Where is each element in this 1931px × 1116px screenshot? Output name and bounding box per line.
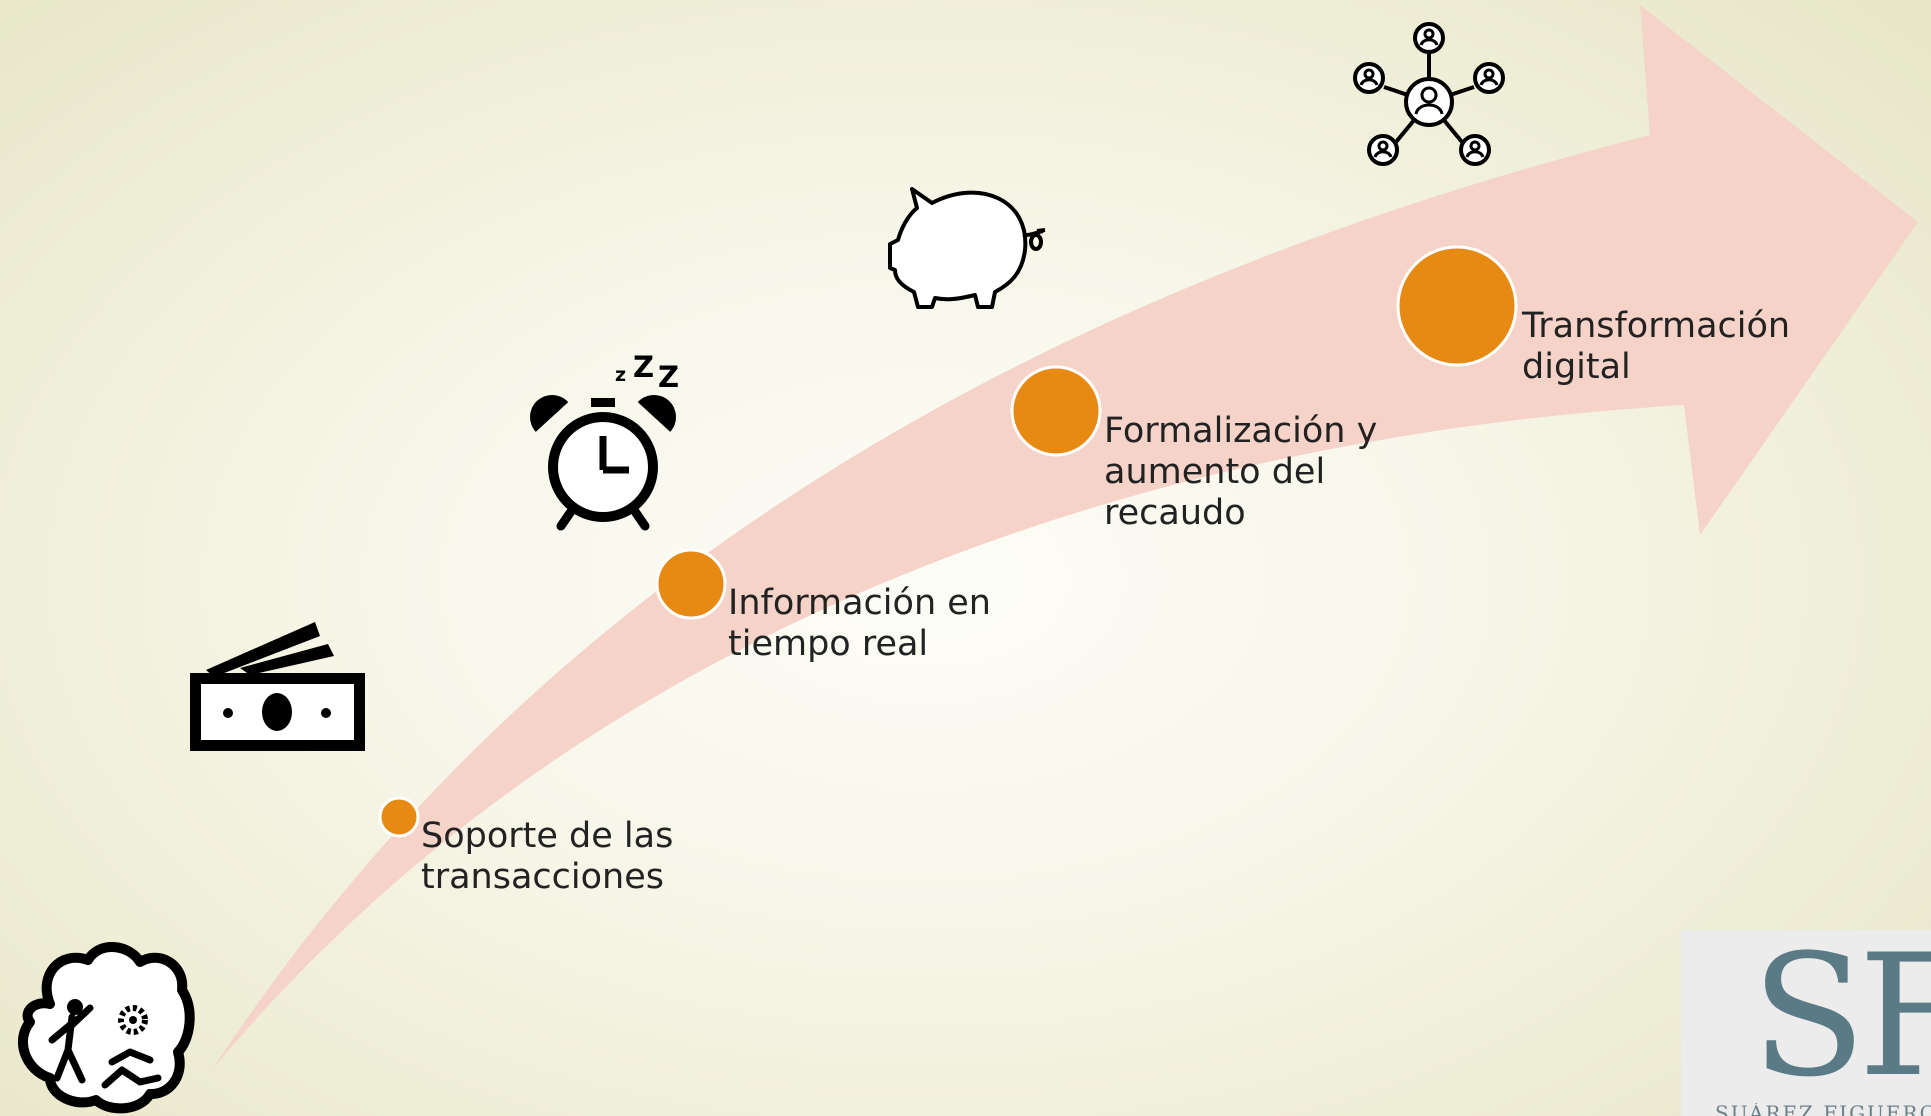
milestone-label-2-line-1: Información en [728, 583, 991, 623]
milestone-label-2: Información en tiempo real [728, 583, 991, 665]
milestone-label-3-line-2: aumento del [1104, 452, 1326, 492]
svg-text:z: z [615, 364, 626, 386]
logo-monogram: SF [1751, 930, 1931, 1114]
svg-text:Z: Z [658, 360, 679, 394]
growth-arrow [212, 5, 1918, 1070]
milestone-label-1-line-2: transacciones [421, 857, 665, 897]
milestone-label-2-line-2: tiempo real [728, 624, 929, 664]
milestone-label-3: Formalización y aumento del recaudo [1104, 411, 1377, 534]
milestone-label-4-line-2: digital [1522, 347, 1631, 387]
milestone-label-3-line-3: recaudo [1104, 493, 1246, 533]
milestone-label-1: Soporte de las transacciones [421, 816, 673, 898]
milestone-label-1-line-1: Soporte de las [421, 816, 674, 856]
logo-subtitle: SUÁREZ FIGUEROA [1715, 1103, 1931, 1116]
svg-text:Z: Z [633, 350, 654, 384]
alarm-clock-icon: z Z Z [529, 350, 679, 531]
piggy-bank-icon [888, 187, 1046, 309]
milestone-dot-1 [378, 796, 420, 838]
milestone-dot-3 [1010, 365, 1102, 457]
milestone-dot-2 [655, 548, 727, 620]
milestone-label-4-line-1: Transformación [1522, 306, 1791, 346]
people-hands-icon [17, 942, 195, 1114]
network-icon [1353, 22, 1505, 166]
milestone-dot-4 [1396, 245, 1518, 367]
milestone-label-3-line-1: Formalización y [1104, 411, 1378, 451]
company-logo: SF SUÁREZ FIGUEROA [1681, 930, 1931, 1116]
money-icon [190, 622, 365, 751]
milestone-label-4: Transformación digital [1522, 306, 1790, 388]
